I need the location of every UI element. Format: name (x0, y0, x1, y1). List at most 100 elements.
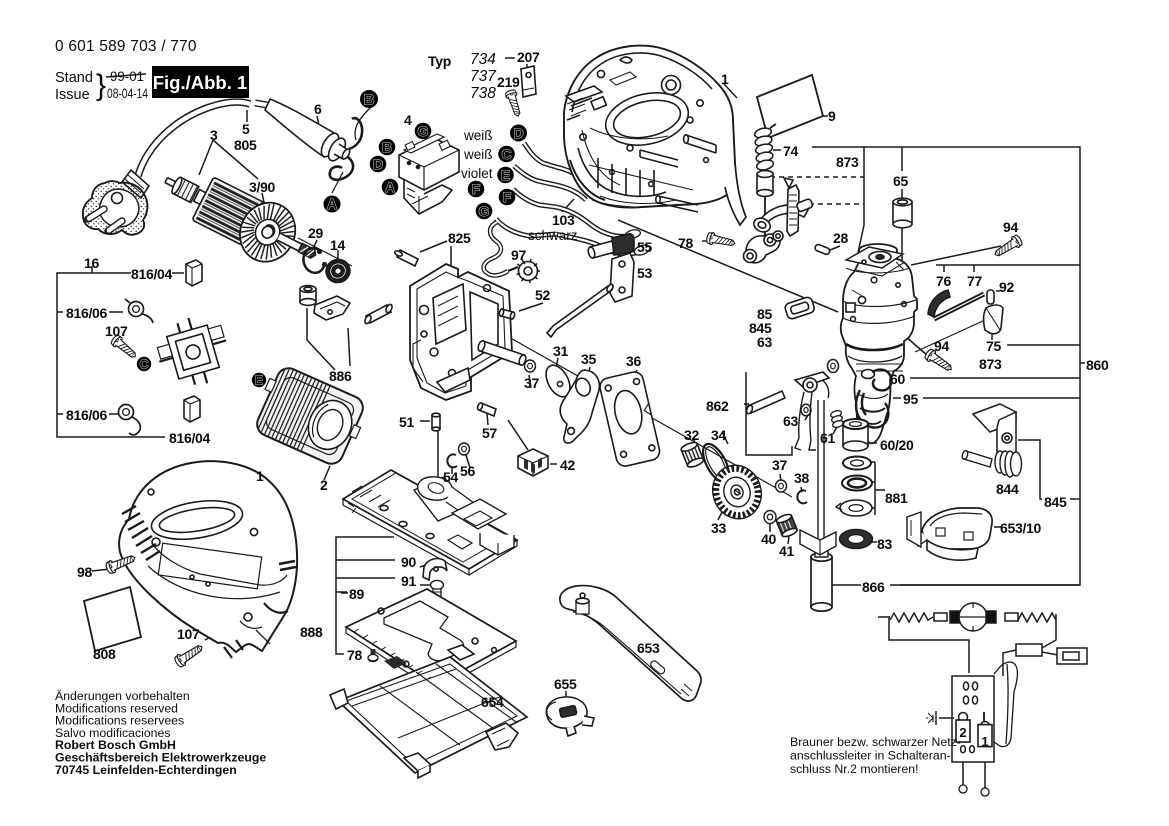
svg-text:816/04: 816/04 (131, 266, 173, 282)
svg-text:1: 1 (981, 734, 988, 749)
svg-text:97: 97 (511, 247, 526, 263)
svg-text:63: 63 (757, 334, 772, 350)
svg-text:888: 888 (300, 624, 323, 640)
svg-text:Modifications reservees: Modifications reservees (55, 714, 184, 728)
svg-text:78: 78 (678, 235, 693, 251)
svg-text:14: 14 (330, 237, 345, 253)
svg-text:738: 738 (470, 85, 496, 102)
svg-text:D: D (373, 156, 383, 172)
svg-text:103: 103 (552, 212, 575, 228)
svg-text:805: 805 (234, 137, 257, 153)
svg-text:38: 38 (794, 470, 809, 486)
svg-text:37: 37 (772, 457, 787, 473)
svg-text:54: 54 (443, 469, 458, 485)
svg-text:Robert Bosch GmbH: Robert Bosch GmbH (55, 738, 176, 752)
svg-text:886: 886 (329, 368, 352, 384)
svg-text:32: 32 (684, 427, 699, 443)
svg-text:61: 61 (820, 430, 835, 446)
svg-text:Fig./Abb. 1: Fig./Abb. 1 (153, 72, 248, 93)
svg-text:E: E (255, 374, 263, 388)
svg-text:}: } (96, 69, 106, 102)
svg-text:F: F (503, 189, 512, 205)
svg-text:A: A (327, 197, 338, 213)
svg-text:77: 77 (967, 273, 982, 289)
svg-text:816/06: 816/06 (66, 305, 108, 321)
svg-text:654: 654 (481, 694, 504, 710)
svg-text:90: 90 (401, 554, 416, 570)
svg-text:Stand: Stand (55, 70, 93, 86)
svg-text:1: 1 (256, 468, 264, 484)
svg-text:737: 737 (470, 68, 497, 85)
svg-text:655: 655 (554, 676, 577, 692)
svg-text:2: 2 (320, 477, 328, 493)
svg-text:92: 92 (999, 279, 1014, 295)
svg-text:53: 53 (637, 265, 652, 281)
svg-text:653/10: 653/10 (1000, 520, 1042, 536)
svg-text:3/90: 3/90 (249, 179, 276, 195)
svg-text:85: 85 (757, 306, 772, 322)
svg-text:51: 51 (399, 414, 414, 430)
svg-text:825: 825 (448, 230, 471, 246)
svg-text:94: 94 (1003, 219, 1018, 235)
svg-text:56: 56 (460, 463, 475, 479)
svg-text:65: 65 (893, 173, 908, 189)
svg-text:C: C (139, 358, 148, 372)
svg-text:36: 36 (626, 353, 641, 369)
svg-text:860: 860 (1086, 357, 1109, 373)
svg-text:29: 29 (308, 225, 323, 241)
svg-text:845: 845 (1044, 494, 1067, 510)
svg-text:1: 1 (721, 71, 729, 87)
svg-text:Änderungen vorbehalten: Änderungen vorbehalten (55, 689, 190, 703)
svg-text:98: 98 (77, 564, 92, 580)
svg-text:107: 107 (105, 323, 128, 339)
svg-text:9: 9 (828, 108, 836, 124)
svg-text:95: 95 (903, 391, 918, 407)
svg-text:76: 76 (936, 273, 951, 289)
svg-text:862: 862 (706, 398, 729, 414)
svg-text:74: 74 (783, 143, 798, 159)
svg-text:816/04: 816/04 (169, 430, 211, 446)
svg-text:08-04-14: 08-04-14 (107, 85, 148, 101)
svg-text:91: 91 (401, 573, 416, 589)
svg-text:94: 94 (934, 338, 949, 354)
svg-text:845: 845 (749, 320, 772, 336)
svg-text:89: 89 (349, 586, 364, 602)
svg-text:653: 653 (637, 640, 660, 656)
svg-text:Salvo modificaciones: Salvo modificaciones (55, 726, 171, 740)
svg-text:Issue: Issue (55, 87, 90, 103)
svg-text:70745 Leinfelden-Echterdingen: 70745 Leinfelden-Echterdingen (55, 763, 237, 777)
svg-text:57: 57 (482, 425, 497, 441)
svg-text:808: 808 (93, 646, 116, 662)
svg-text:35: 35 (581, 351, 596, 367)
svg-text:B: B (364, 91, 375, 108)
svg-text:0 601 589 703 / 770: 0 601 589 703 / 770 (55, 38, 197, 55)
svg-text:Typ: Typ (428, 53, 451, 69)
svg-text:G: G (418, 123, 429, 139)
svg-text:schluss Nr.2 montieren!: schluss Nr.2 montieren! (790, 762, 919, 776)
svg-text:weiß: weiß (463, 147, 493, 162)
svg-text:34: 34 (711, 427, 726, 443)
svg-text:3: 3 (210, 127, 218, 143)
svg-text:Geschäftsbereich Elektrowerkze: Geschäftsbereich Elektrowerkzeuge (55, 751, 266, 765)
svg-text:63: 63 (783, 413, 798, 429)
svg-text:60: 60 (890, 371, 905, 387)
svg-text:E: E (501, 167, 510, 183)
svg-text:33: 33 (711, 520, 726, 536)
svg-text:Brauner bezw. schwarzer Netz-: Brauner bezw. schwarzer Netz- (790, 735, 961, 749)
svg-text:28: 28 (833, 230, 848, 246)
svg-text:99-01: 99-01 (110, 68, 144, 84)
svg-text:6: 6 (314, 101, 322, 117)
svg-text:B: B (382, 139, 392, 155)
svg-text:4: 4 (404, 112, 412, 128)
svg-text:F: F (472, 181, 481, 197)
svg-text:873: 873 (836, 154, 859, 170)
svg-text:873: 873 (979, 356, 1002, 372)
svg-text:D: D (513, 125, 523, 141)
svg-text:violet: violet (461, 166, 493, 181)
svg-text:844: 844 (996, 481, 1019, 497)
svg-text:C: C (501, 146, 511, 162)
svg-text:Modifications reserved: Modifications reserved (55, 701, 178, 715)
svg-text:219: 219 (497, 74, 520, 90)
svg-text:31: 31 (553, 343, 568, 359)
svg-text:60/20: 60/20 (880, 437, 914, 453)
